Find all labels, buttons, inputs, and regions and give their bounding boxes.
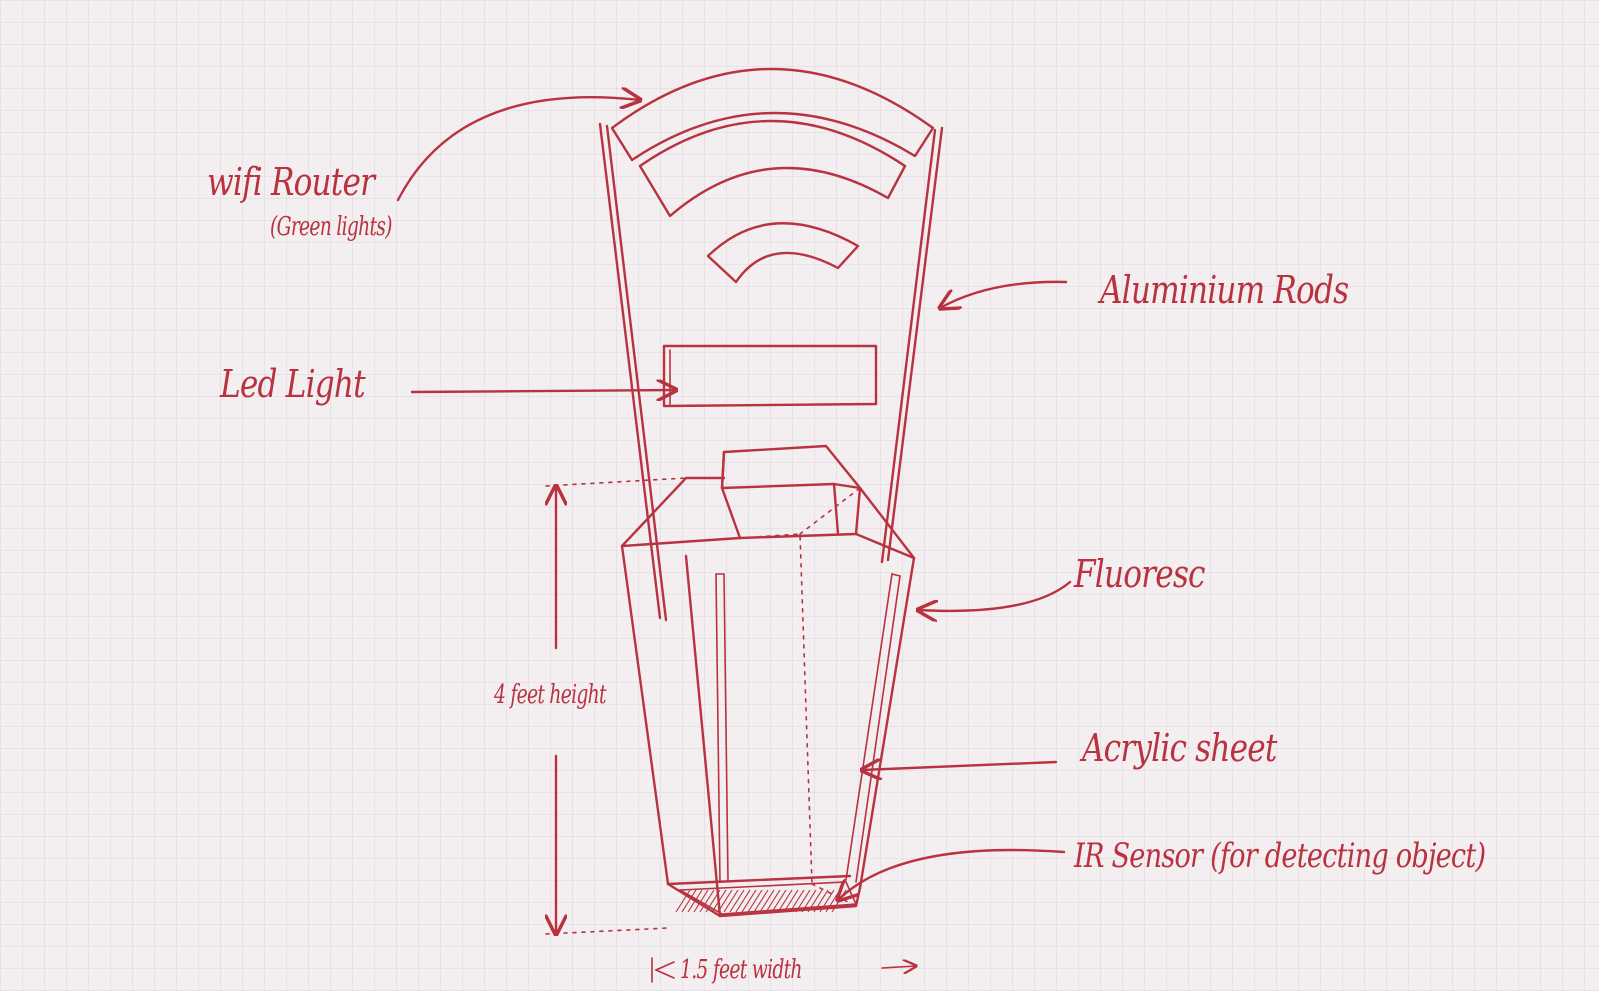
hatch-line — [807, 889, 823, 913]
hatch-line — [783, 889, 799, 913]
label-acrylic-sheet: Acrylic sheet — [1082, 726, 1277, 770]
ir-sensor-plate — [675, 881, 858, 915]
label-height: 4 feet height — [494, 680, 606, 710]
hatch-line — [735, 889, 751, 913]
hatch-line — [699, 889, 715, 913]
hatch-line — [723, 889, 739, 913]
label-green-lights: (Green lights) — [270, 212, 392, 242]
hatch-line — [681, 889, 697, 913]
hatch-line — [711, 889, 727, 913]
hatch-line — [729, 889, 745, 913]
hatch-line — [717, 889, 733, 913]
width-dimension — [651, 957, 916, 983]
label-wifi-router: wifi Router — [207, 160, 375, 204]
wifi-router-icon — [610, 67, 935, 284]
height-dimension — [546, 477, 687, 934]
aluminium-rods — [598, 122, 944, 622]
hatch-line — [759, 889, 775, 913]
hatch-line — [741, 889, 757, 913]
hatch-line — [771, 889, 787, 913]
led-light-panel — [662, 344, 878, 408]
hatch-line — [705, 889, 721, 913]
hatch-line — [747, 889, 763, 913]
hatch-line — [675, 889, 691, 913]
hatch-line — [693, 889, 709, 913]
label-fluoresc: Fluoresc — [1074, 552, 1205, 596]
hatch-line — [819, 889, 835, 913]
bin-body — [620, 476, 916, 918]
hatch-line — [789, 889, 805, 913]
hatch-line — [753, 889, 769, 913]
label-led-light: Led Light — [220, 362, 366, 406]
hatch-line — [801, 889, 817, 913]
label-width: 1.5 feet width — [680, 955, 803, 985]
label-aluminium-rods: Aluminium Rods — [1100, 268, 1349, 312]
leader-arrows — [396, 97, 1072, 900]
label-ir-sensor: IR Sensor (for detecting object) — [1074, 836, 1486, 876]
hatch-line — [687, 889, 703, 913]
hatch-line — [813, 889, 829, 913]
hatch-line — [765, 889, 781, 913]
bin-lid-opening — [720, 444, 862, 540]
hatch-line — [795, 889, 811, 913]
hatch-line — [777, 889, 793, 913]
